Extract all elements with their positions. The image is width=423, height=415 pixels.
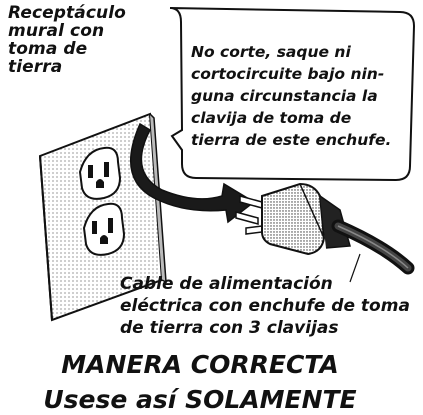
cable-label: Cable de alimentación eléctrica con ench… [120,273,410,339]
arrow [129,122,256,224]
warning-line-2: cortocircuite bajo nin- [191,65,385,83]
cable-label-line-3: de tierra con 3 clavijas [120,318,339,338]
title-line-2: Usese así SOLAMENTE [43,385,357,414]
leader-line [349,253,361,283]
outlet-bottom [82,202,126,256]
warning-text: No corte, saque ni cortocircuite bajo ni… [191,41,391,151]
receptacle-label: Receptáculo mural con toma de tierra [8,4,126,76]
cable-label-line-1: Cable de alimentación [120,274,333,294]
outlet-top [78,146,122,200]
receptacle-label-line-4: tierra [8,57,63,77]
warning-line-4: clavija de toma de [191,109,352,127]
warning-line-1: No corte, saque ni [191,43,351,61]
receptacle-label-line-3: toma de [8,39,88,59]
receptacle-label-line-2: mural con [8,21,105,41]
title-line-1: MANERA CORRECTA [61,350,339,379]
warning-callout [169,7,416,182]
grounding-plug [235,182,351,256]
warning-line-5: tierra de este enchufe. [191,131,392,149]
power-cord [331,219,415,275]
warning-line-3: guna circunstancia la [191,87,378,105]
cable-label-line-2: eléctrica con enchufe de toma [120,296,410,316]
receptacle-label-line-1: Receptáculo [8,3,126,23]
